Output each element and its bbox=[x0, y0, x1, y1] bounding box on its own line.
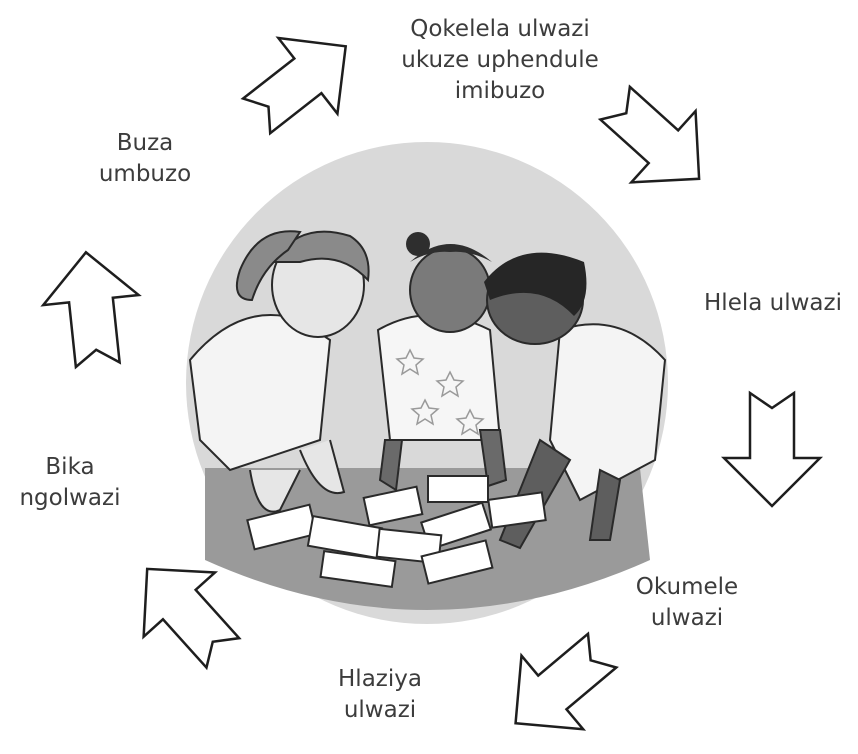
step-analyse-line2: ulwazi bbox=[343, 697, 417, 723]
step-ask-line2: umbuzo bbox=[98, 161, 192, 187]
step-gather-line2: ukuze uphendule bbox=[401, 47, 599, 73]
child-left bbox=[188, 230, 370, 513]
arrow-organise-to-summarise bbox=[722, 391, 822, 508]
step-present-line2: ngolwazi bbox=[19, 485, 121, 511]
child-middle bbox=[376, 232, 508, 492]
step-gather-label: Qokelela ulwazi ukuze uphendule imibuzo bbox=[330, 14, 670, 107]
picture-cards bbox=[246, 475, 547, 589]
step-present-line1: Bika bbox=[45, 454, 95, 480]
step-present-label: Bika ngolwazi bbox=[0, 452, 140, 514]
step-organise-line1: Hlela ulwazi bbox=[704, 290, 842, 316]
step-summarise-line1: Okumele bbox=[635, 574, 739, 600]
children-illustration bbox=[188, 230, 667, 610]
child-right bbox=[484, 252, 667, 550]
arrow-present-to-ask bbox=[36, 246, 147, 371]
step-gather-line1: Qokelela ulwazi bbox=[410, 16, 590, 42]
step-summarise-label: Okumele ulwazi bbox=[612, 572, 762, 634]
step-organise-label: Hlela ulwazi bbox=[688, 288, 858, 319]
step-gather-line3: imibuzo bbox=[454, 78, 546, 104]
step-analyse-label: Hlaziya ulwazi bbox=[300, 664, 460, 726]
step-ask-line1: Buza bbox=[116, 130, 174, 156]
step-ask-label: Buza umbuzo bbox=[60, 128, 230, 190]
arrow-summarise-to-analyse bbox=[483, 612, 635, 754]
step-analyse-line1: Hlaziya bbox=[338, 666, 422, 692]
step-summarise-line2: ulwazi bbox=[650, 605, 724, 631]
